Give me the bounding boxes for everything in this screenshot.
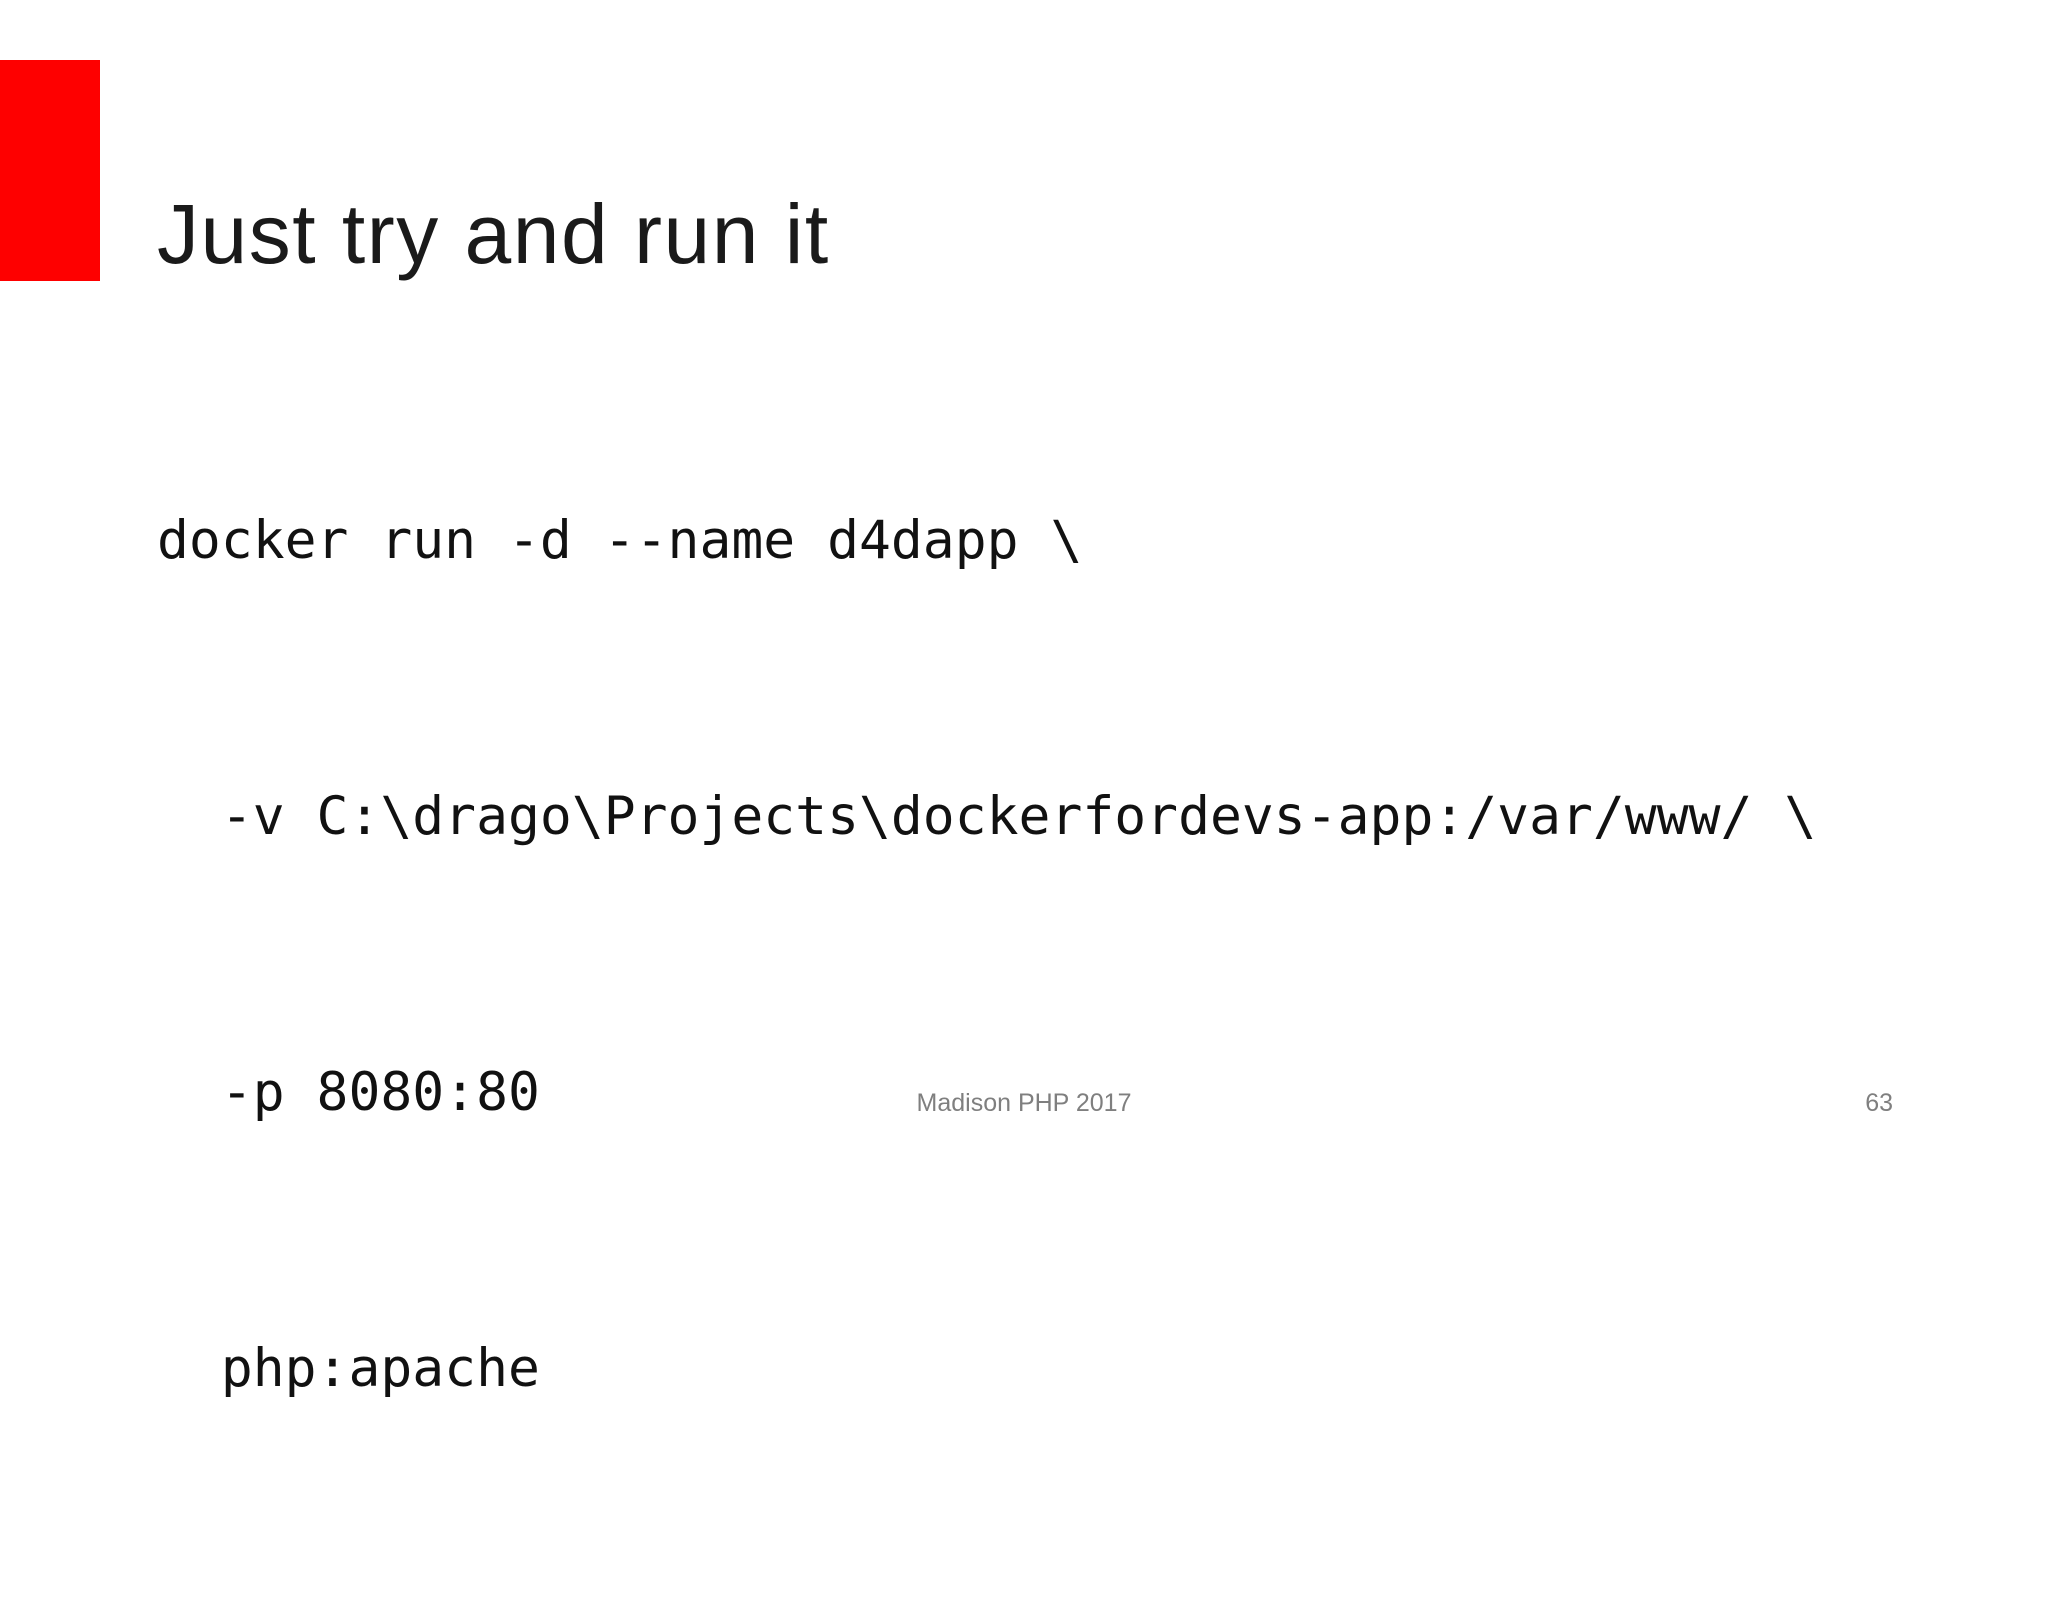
code-line: -p 8080:80 xyxy=(157,1062,540,1123)
slide-footer: Madison PHP 2017 63 xyxy=(0,1088,2048,1118)
slide-title: Just try and run it xyxy=(157,187,830,282)
code-line: -v C:\drago\Projects\dockerfordevs-app:/… xyxy=(157,786,1817,847)
accent-bar xyxy=(0,60,100,281)
code-line: docker run -d --name d4dapp \ xyxy=(157,510,1083,571)
footer-page-number: 63 xyxy=(1865,1089,1893,1117)
footer-event-label: Madison PHP 2017 xyxy=(916,1089,1132,1117)
code-line: php:apache xyxy=(157,1338,540,1399)
slide: Just try and run it docker run -d --name… xyxy=(0,60,2048,1399)
code-block: docker run -d --name d4dapp \ -v C:\drag… xyxy=(157,311,1816,1599)
